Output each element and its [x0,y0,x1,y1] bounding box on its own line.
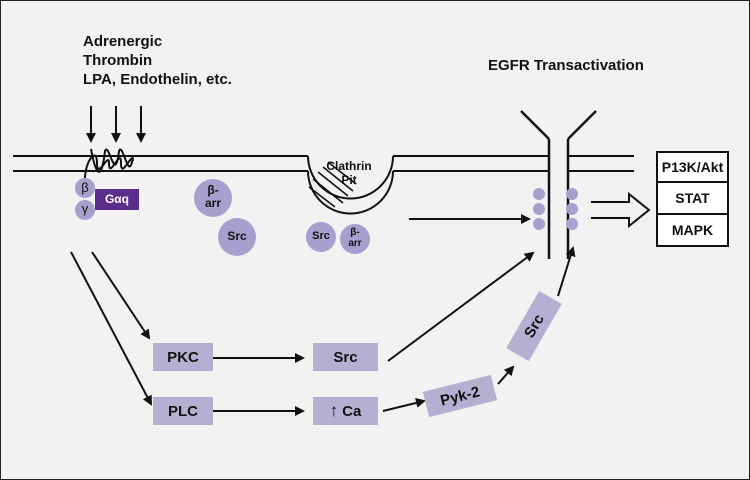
beta-subunit-label: β [81,180,89,195]
beta-arrestin-label: β- arr [194,184,232,210]
egfr-transactivation-title: EGFR Transactivation [488,57,644,74]
beta-arrestin-pit-circle [340,224,370,254]
beta-arrestin-pit-label-line: β- [350,227,360,238]
galpha-q-label: Gαq [104,192,130,206]
src-box: Src [313,343,378,371]
clathrin-pit-label: Clathrin Pit [319,159,379,187]
src-pit-label: Src [312,230,330,242]
egfr-receptor [520,110,597,259]
galpha-q-box [95,189,139,210]
src-circle-label: Src [227,229,247,243]
pathway-arrows [70,214,576,416]
ligand-label: LPA, Endothelin, etc. [83,71,232,88]
beta-arrestin-pit-label: β- arr [340,227,370,249]
gpcr-receptor [84,148,134,180]
clathrin-pit-label-line: Clathrin [326,159,372,173]
beta-arrestin-circle [194,179,232,217]
beta-arrestin-pit-label-line: arr [348,238,362,249]
plc-box: PLC [153,397,213,425]
output-pi3k-akt: P13K/Akt [656,151,729,183]
output-stat: STAT [656,181,729,215]
beta-subunit-circle [75,178,95,198]
up-arrow-icon: ↑ [329,401,339,420]
ligand-label: Adrenergic [83,33,163,50]
pkc-box: PKC [153,343,213,371]
ligand-list: Adrenergic Thrombin LPA, Endothelin, etc… [83,32,232,89]
beta-arrestin-label-line: β- [207,183,219,197]
calcium-box: ↑ Ca [313,397,378,425]
beta-arrestin-label-line: arr [204,196,221,210]
calcium-label: Ca [342,402,362,420]
src-pit-circle [306,222,336,252]
output-arrow [591,191,651,229]
gamma-subunit-circle [75,200,95,220]
ligand-label: Thrombin [83,52,153,69]
cell-membrane [13,155,634,172]
output-mapk: MAPK [656,213,729,247]
phospho-sites [533,188,578,230]
clathrin-pit-label-line: Pit [341,173,357,187]
clathrin-coil [308,161,357,208]
gamma-subunit-label: γ [81,201,89,216]
ligand-arrows [86,106,146,143]
src-circle [218,218,256,256]
